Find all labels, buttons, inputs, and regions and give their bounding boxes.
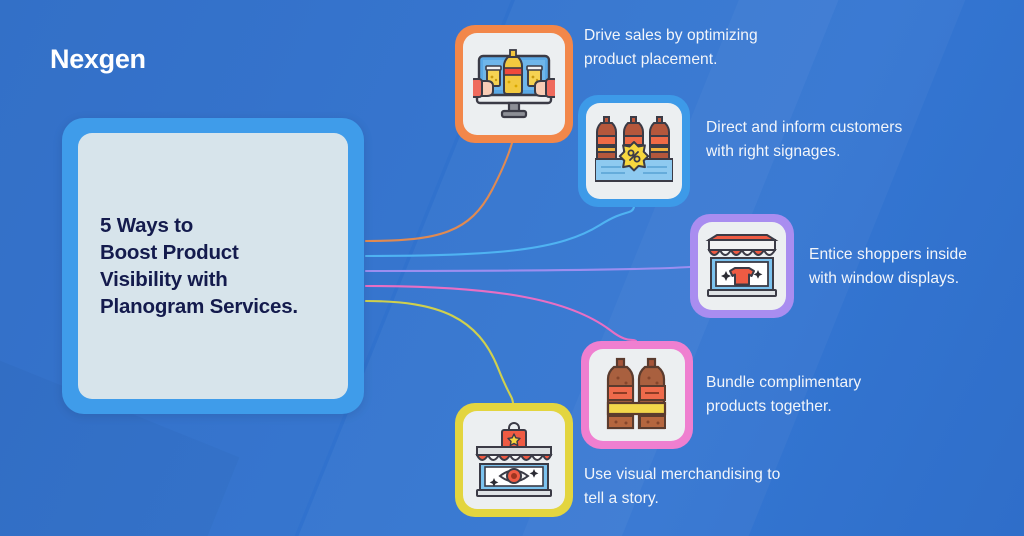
storefront-window-display-icon bbox=[705, 234, 779, 297]
icon-card-3[interactable] bbox=[690, 214, 794, 318]
caption-line: Entice shoppers inside bbox=[809, 246, 967, 263]
icon-card-4-inner bbox=[589, 349, 685, 441]
caption-line: with window displays. bbox=[809, 269, 960, 287]
page-title-line: 5 Ways to bbox=[100, 213, 194, 237]
icon-card-4[interactable] bbox=[581, 341, 693, 449]
connector-line-4 bbox=[364, 284, 638, 343]
caption-5: Use visual merchandising to tell a story… bbox=[584, 463, 834, 510]
page-title-line: Planogram Services. bbox=[100, 295, 298, 319]
caption-line: product placement. bbox=[584, 50, 718, 68]
main-title-card: 5 Ways to Boost Product Visibility with … bbox=[62, 118, 364, 414]
icon-card-5-inner bbox=[463, 411, 565, 509]
connector-line-1 bbox=[364, 141, 514, 243]
page-title-line: Visibility with bbox=[100, 268, 228, 291]
brand-logo: Nexgen bbox=[50, 44, 146, 74]
bundled-bottles-icon bbox=[606, 357, 667, 430]
caption-2: Direct and inform customers with right s… bbox=[706, 116, 964, 163]
main-title-card-inner: 5 Ways to Boost Product Visibility with … bbox=[78, 133, 348, 399]
connector-line-5 bbox=[364, 299, 515, 405]
caption-line: tell a story. bbox=[584, 489, 659, 507]
caption-line: Bundle complimentary bbox=[706, 374, 862, 391]
icon-card-5[interactable] bbox=[455, 403, 573, 517]
caption-line: Use visual merchandising to bbox=[584, 466, 781, 483]
connector-line-3 bbox=[364, 265, 692, 273]
icon-card-2[interactable] bbox=[578, 95, 690, 207]
storefront-eye-visual-merchandising-icon bbox=[475, 422, 553, 497]
connector-line-2 bbox=[364, 205, 636, 258]
icon-card-3-inner bbox=[698, 222, 786, 310]
caption-line: with right signages. bbox=[706, 142, 841, 160]
icon-card-2-inner bbox=[586, 103, 682, 199]
caption-line: Drive sales by optimizing bbox=[584, 27, 758, 44]
caption-line: Direct and inform customers bbox=[706, 119, 903, 136]
icon-card-1-inner bbox=[463, 33, 565, 135]
monitor-product-display-icon bbox=[473, 49, 555, 119]
caption-1: Drive sales by optimizing product placem… bbox=[584, 24, 824, 71]
icon-card-1[interactable] bbox=[455, 25, 573, 143]
page-title: 5 Ways to Boost Product Visibility with … bbox=[78, 212, 298, 320]
bottles-shelf-discount-signage-icon bbox=[595, 116, 673, 182]
page-title-line: Boost Product bbox=[100, 240, 239, 264]
caption-line: products together. bbox=[706, 397, 832, 415]
caption-4: Bundle complimentary products together. bbox=[706, 371, 916, 418]
caption-3: Entice shoppers inside with window displ… bbox=[809, 243, 1023, 290]
